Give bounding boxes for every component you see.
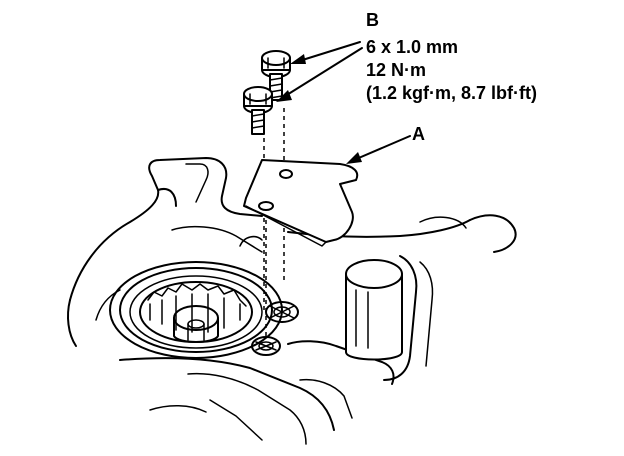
callout-a-letter: A [412, 124, 425, 144]
callout-b-letter: B [366, 10, 379, 30]
bracket-hole-upper [279, 169, 293, 179]
callout-b-size: 6 x 1.0 mm [366, 37, 458, 57]
leader-b-lower [276, 47, 363, 102]
transmission-housing [67, 157, 517, 445]
case-bolt-holes [251, 301, 299, 356]
bracket-a [243, 159, 359, 247]
callout-b-torque: 12 N·m [366, 60, 426, 80]
alignment-lines [263, 108, 285, 340]
leader-b-upper [290, 41, 361, 64]
flange-bolt-lower [243, 86, 273, 135]
flange-bolt-upper [261, 50, 291, 101]
cylindrical-boss [345, 259, 403, 361]
leader-a [346, 135, 411, 164]
bracket-hole-lower [258, 201, 274, 211]
callout-b-torque-alt: (1.2 kgf·m, 8.7 lbf·ft) [366, 83, 537, 103]
bearing-bore [109, 261, 283, 359]
